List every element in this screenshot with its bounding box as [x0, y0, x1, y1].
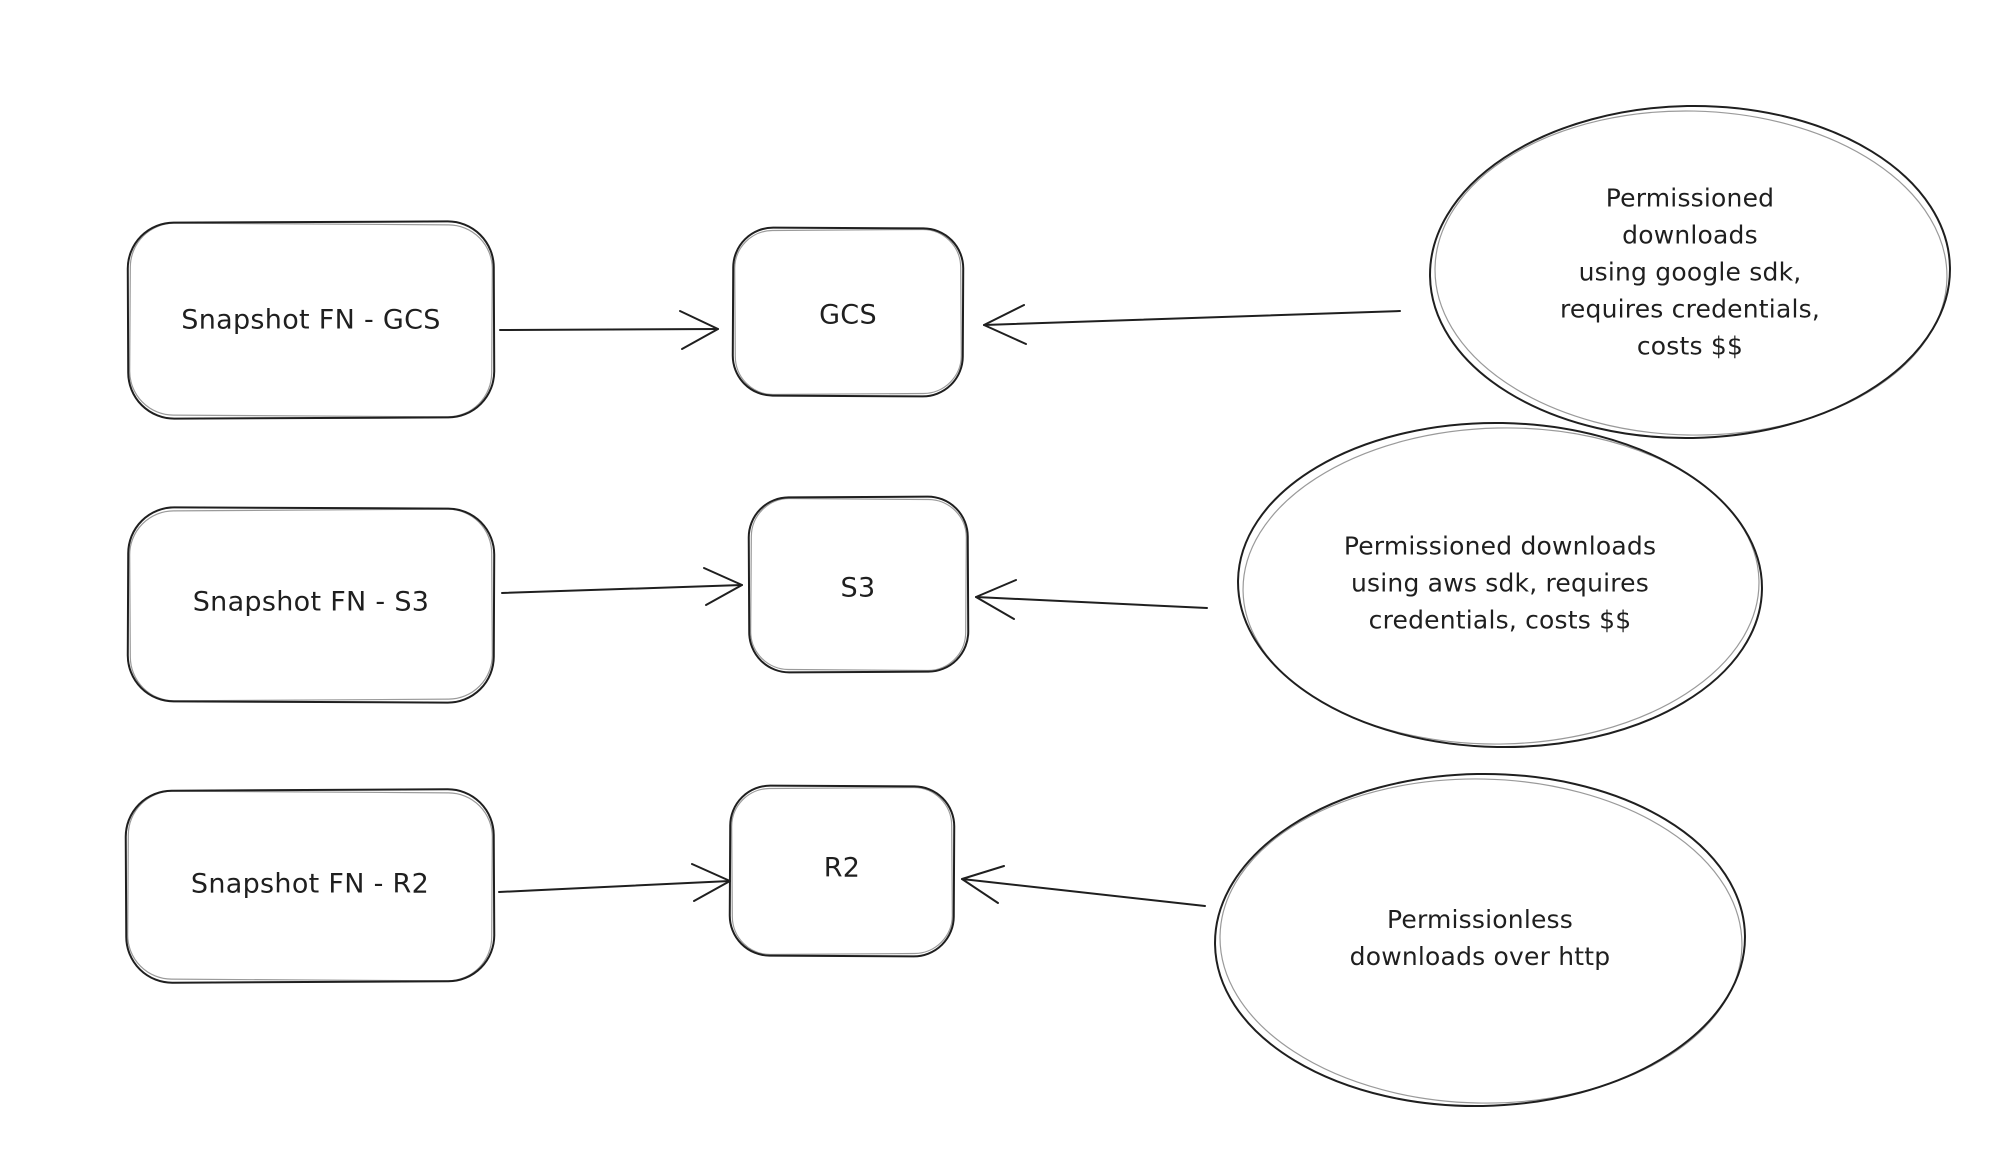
snapshot-fn-r2-box — [124, 788, 496, 984]
snapshot-fn-r2-box-sketch-stroke — [127, 790, 493, 982]
s3-label: S3 — [840, 572, 876, 604]
s3-box-sketch-stroke — [750, 497, 967, 672]
row-s3-shapes — [126, 421, 1763, 749]
r2-label: R2 — [823, 852, 861, 884]
gcs-note-ellipse — [1429, 104, 1951, 440]
snapshot-fn-r2-label: Snapshot FN - R2 — [190, 868, 430, 900]
s3-note-text: Permissioned downloads using aws sdk, re… — [1343, 531, 1657, 635]
row-gcs-shapes — [126, 104, 1951, 440]
gcs-note-text: Permissioned downloads using google sdk,… — [1560, 183, 1820, 361]
gcs-label: GCS — [819, 299, 877, 331]
row-r2-shapes — [124, 772, 1746, 1108]
s3-note-ellipse — [1237, 421, 1763, 749]
snapshot-fn-s3-box — [126, 506, 496, 704]
arrow-r2-note-to-r2 — [961, 865, 1206, 907]
snapshot-fn-gcs-box — [126, 220, 496, 420]
r2-box-sketch-stroke — [731, 786, 953, 956]
r2-note-ellipse — [1214, 772, 1746, 1108]
snapshot-fn-gcs-label: Snapshot FN - GCS — [181, 304, 441, 336]
snapshot-fn-gcs-box-sketch-stroke — [129, 222, 493, 418]
gcs-box — [731, 226, 965, 398]
s3-note-ellipse-sketch-stroke — [1242, 427, 1760, 745]
arrow-s3-note-to-s3 — [975, 579, 1208, 620]
r2-note-ellipse-sketch-stroke — [1219, 778, 1743, 1104]
s3-box — [747, 495, 970, 674]
arrow-snapshot-fn-r2-to-r2 — [498, 863, 731, 902]
snapshot-fn-s3-label: Snapshot FN - S3 — [192, 586, 430, 618]
snapshot-fn-s3-box-sketch-stroke — [129, 508, 493, 702]
r2-box — [728, 784, 956, 958]
r2-note-text: Permissionless downloads over http — [1349, 905, 1611, 971]
arrow-snapshot-fn-gcs-to-gcs — [499, 310, 719, 350]
arrow-snapshot-fn-s3-to-s3 — [501, 567, 743, 606]
gcs-box-sketch-stroke — [734, 228, 962, 396]
gcs-note-ellipse-sketch-stroke — [1434, 110, 1948, 436]
arrow-gcs-note-to-gcs — [983, 304, 1401, 345]
